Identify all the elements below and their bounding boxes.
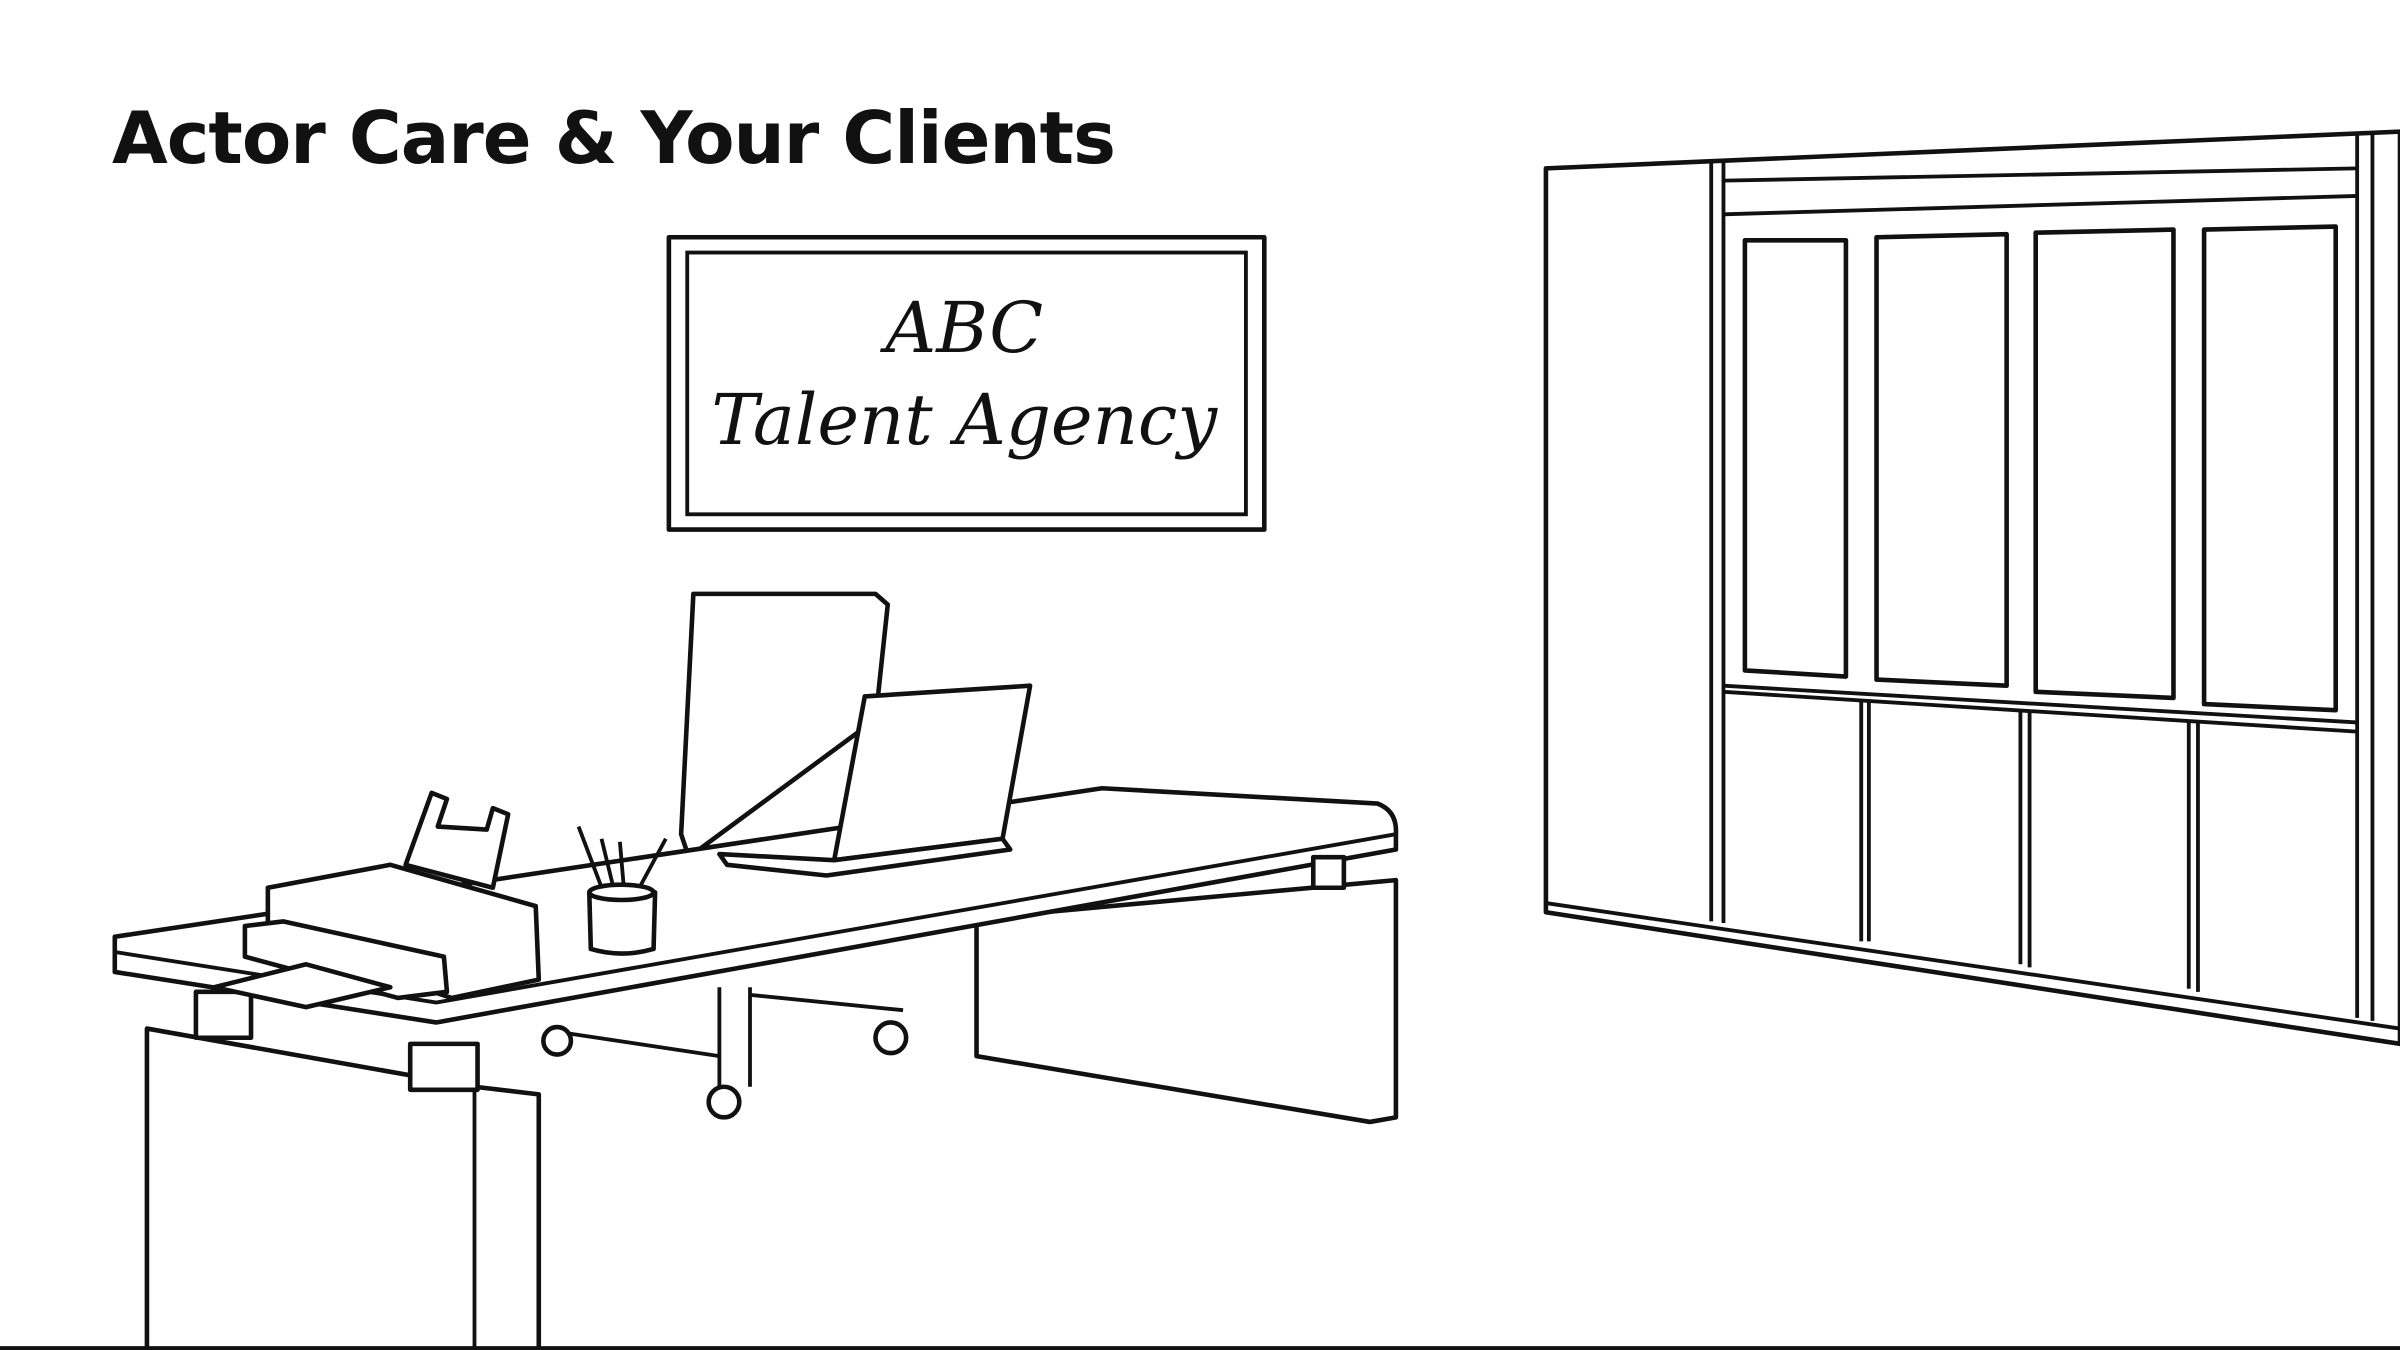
- agency-sign: ABC Talent Agency: [666, 234, 1267, 532]
- sign-line-2: Talent Agency: [711, 379, 1218, 461]
- laptop: [717, 683, 1033, 878]
- printer: [211, 790, 542, 1010]
- wall-cabinet: [1543, 129, 2400, 1047]
- desk: [112, 785, 1399, 1350]
- sign-line-1: ABC: [879, 287, 1043, 369]
- slide-title: Actor Care & Your Clients: [112, 96, 1116, 180]
- pencil-cup: [576, 825, 668, 956]
